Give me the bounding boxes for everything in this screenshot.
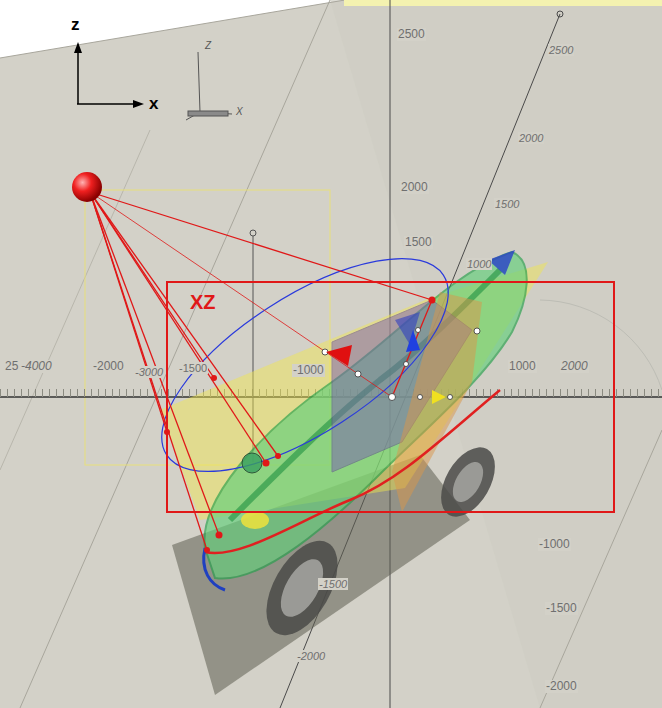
wheel-rim [447,457,490,507]
axis-value: -2000 [92,360,125,373]
axis-value: 2000 [560,360,589,373]
axis-value: 25 [4,360,19,373]
guide-end [250,230,256,236]
axis-letter: x [148,95,159,114]
axis-value: -1500 [178,362,208,374]
projection-points [164,297,436,554]
axis-letter: X [235,106,244,117]
axis-value: 2500 [548,44,574,56]
axis-value: -2000 [545,680,578,693]
axis-value: 2000 [400,181,429,194]
view-plane-frame: XZ [166,281,615,513]
car-panel [230,270,500,520]
plane-edge [344,0,662,6]
car-body [204,252,526,579]
plane-edge [540,430,662,708]
plane-edge [0,130,150,470]
light-sphere [72,172,102,202]
view-gizmo [186,52,232,120]
gizmo-arrow [326,345,352,366]
axis-value: -4000 [20,360,53,373]
pivot-marker [242,453,262,473]
car-patch [241,511,269,529]
axis-letter: z [70,16,81,35]
axis-value: -1500 [545,602,578,615]
axis-end [557,11,563,17]
axis-value: -2000 [296,650,326,662]
axis-value: -3000 [134,366,164,378]
axis-value: 2000 [518,132,544,144]
axis-value: -1000 [538,538,571,551]
axis-value: -1000 [292,364,325,377]
projection-lines [90,192,432,550]
plane-label: XZ [190,291,216,314]
axis-letter: Z [204,40,212,51]
world-axes [74,42,144,108]
gizmo-arrow [406,330,420,352]
axis-value: -1500 [318,578,348,590]
axis-value: 1000 [466,258,492,270]
car-outline [204,548,225,590]
axis-value: 1500 [404,236,433,249]
axis-value: 1000 [508,360,537,373]
axis-value: 1500 [494,198,520,210]
rotation-arc [540,300,662,390]
wheel [252,529,352,647]
axis-value: 2500 [397,28,426,41]
gizmo-arrow [432,390,446,404]
plane-edge [0,0,345,58]
silhouette-ellipse [130,218,481,512]
handle-dots [322,328,480,401]
